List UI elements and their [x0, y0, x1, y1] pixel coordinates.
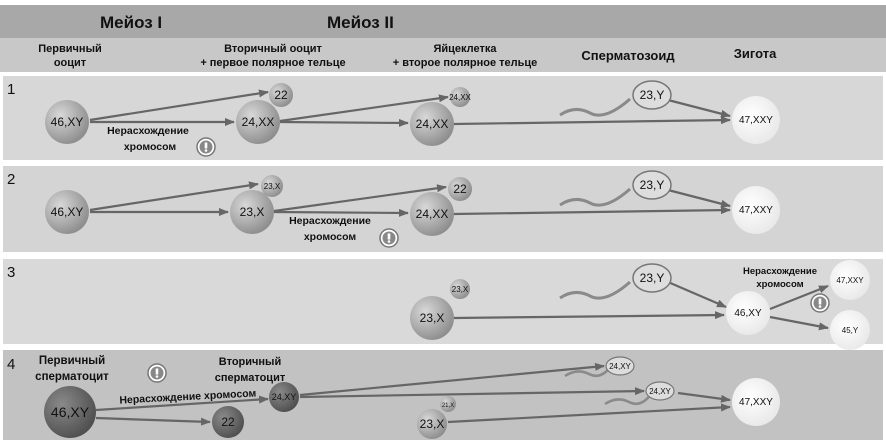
secondary-spermatocyte-cell [212, 406, 244, 438]
cell-label: 24,XY [649, 387, 671, 396]
monosomy-cell [830, 310, 870, 350]
sperm-head [632, 263, 672, 293]
cell-label: 23,X [240, 205, 265, 219]
zygote-cell [732, 96, 780, 144]
cell-label: 22 [453, 182, 467, 196]
primary-oocyte-cell [45, 100, 89, 144]
zygote-cell [732, 378, 780, 426]
col-secondary-oocyte-2: + первое полярное тельце [200, 57, 345, 69]
col-egg-2: + второе полярное тельце [393, 57, 538, 69]
subheader-band [0, 38, 886, 72]
polar-body-2 [450, 279, 470, 299]
warning-icon [147, 363, 167, 383]
cell-label: 24,XY [272, 392, 297, 402]
secondary-oocyte-cell [230, 190, 274, 234]
polar-body-2 [448, 177, 472, 201]
cell-label: 24,XY [609, 362, 631, 371]
nondisjunction-label-2: хромосом [124, 141, 177, 153]
row-number: 1 [7, 81, 15, 98]
secondary-spermatocyte-label-2: сперматоцит [215, 372, 286, 384]
cell-label: 47,XXY [739, 205, 773, 216]
egg-cell [410, 192, 454, 236]
sperm-tail [559, 187, 631, 207]
row-number: 2 [7, 171, 15, 188]
nondisjunction-label-2: хромосом [304, 231, 357, 243]
cell-label: 46,XY [51, 404, 90, 420]
secondary-spermatocyte-label: Вторичный [219, 356, 281, 368]
polar-body-2 [450, 87, 470, 107]
polar-body-1 [269, 83, 293, 107]
cell-label: 46,XY [51, 205, 84, 219]
cell-label: 46,XY [734, 308, 762, 319]
cell-label: 45,Y [842, 326, 859, 335]
cell-label: 22 [274, 88, 288, 102]
cell-label: 47,XXY [739, 397, 773, 408]
meiosis2-title: Мейоз II [327, 13, 394, 32]
col-primary-oocyte-2: ооцит [54, 57, 87, 69]
secondary-oocyte-cell [236, 100, 280, 144]
warning-icon [196, 137, 216, 157]
cell-label: 47,XXY [836, 276, 864, 285]
cell-label: 47,XXY [739, 115, 773, 126]
cell-label: 46,XY [51, 115, 84, 129]
nondisjunction-label: Нерасхождение [289, 215, 371, 227]
cell-label: 24,XX [416, 117, 449, 131]
cell-label: 23,Y [640, 88, 665, 102]
egg-cell [410, 102, 454, 146]
cell-label: 21,X [442, 403, 454, 409]
col-zygote: Зигота [734, 46, 777, 61]
sperm-head [605, 356, 635, 376]
cell-label: 23,X [452, 285, 469, 294]
cell-label: 24,XX [449, 93, 471, 102]
col-primary-oocyte: Первичный [38, 43, 101, 55]
polar-body [440, 396, 456, 412]
sperm-head [645, 381, 675, 401]
primary-oocyte-cell [45, 190, 89, 234]
egg-cell [410, 296, 454, 340]
col-sperm: Сперматозоид [581, 48, 675, 63]
col-egg: Яйцеклетка [433, 43, 497, 55]
nondisjunction-label-2: хромосом [756, 279, 803, 290]
warning-icon [379, 228, 399, 248]
zygote-cell [732, 186, 780, 234]
row-number: 4 [7, 356, 15, 373]
sperm-head [632, 80, 672, 110]
zygote-cell [726, 291, 770, 335]
cell-label: 22 [221, 415, 235, 429]
sperm-tail [564, 365, 613, 378]
cell-label: 23,Y [640, 271, 665, 285]
trisomy-cell [830, 260, 870, 300]
col-secondary-oocyte: Вторичный ооцит [224, 43, 322, 55]
row-number: 3 [7, 264, 15, 281]
sperm-head [632, 170, 672, 200]
meiosis1-title: Мейоз I [100, 13, 162, 32]
sperm-tail [604, 393, 653, 406]
nondisjunction-label: Нерасхождение [107, 125, 189, 137]
polar-body-1 [261, 175, 283, 197]
sperm-tail [559, 97, 631, 117]
primary-spermatocyte-label: Первичный [39, 355, 105, 367]
cell-label: 23,X [420, 417, 445, 431]
header-band [0, 5, 886, 38]
cell-label: 24,XX [242, 115, 275, 129]
nondisjunction-label: Нерасхождение [743, 266, 817, 277]
primary-spermatocyte-label-2: сперматоцит [35, 371, 109, 383]
cell-label: 23,Y [640, 178, 665, 192]
egg-cell [417, 409, 447, 439]
primary-spermatocyte-cell [44, 386, 96, 438]
secondary-spermatocyte-cell [269, 382, 299, 412]
cell-label: 24,XX [416, 207, 449, 221]
cell-label: 23,X [420, 311, 445, 325]
cell-label: 23,X [264, 182, 281, 191]
sperm-tail [559, 280, 631, 300]
warning-icon [810, 293, 830, 313]
